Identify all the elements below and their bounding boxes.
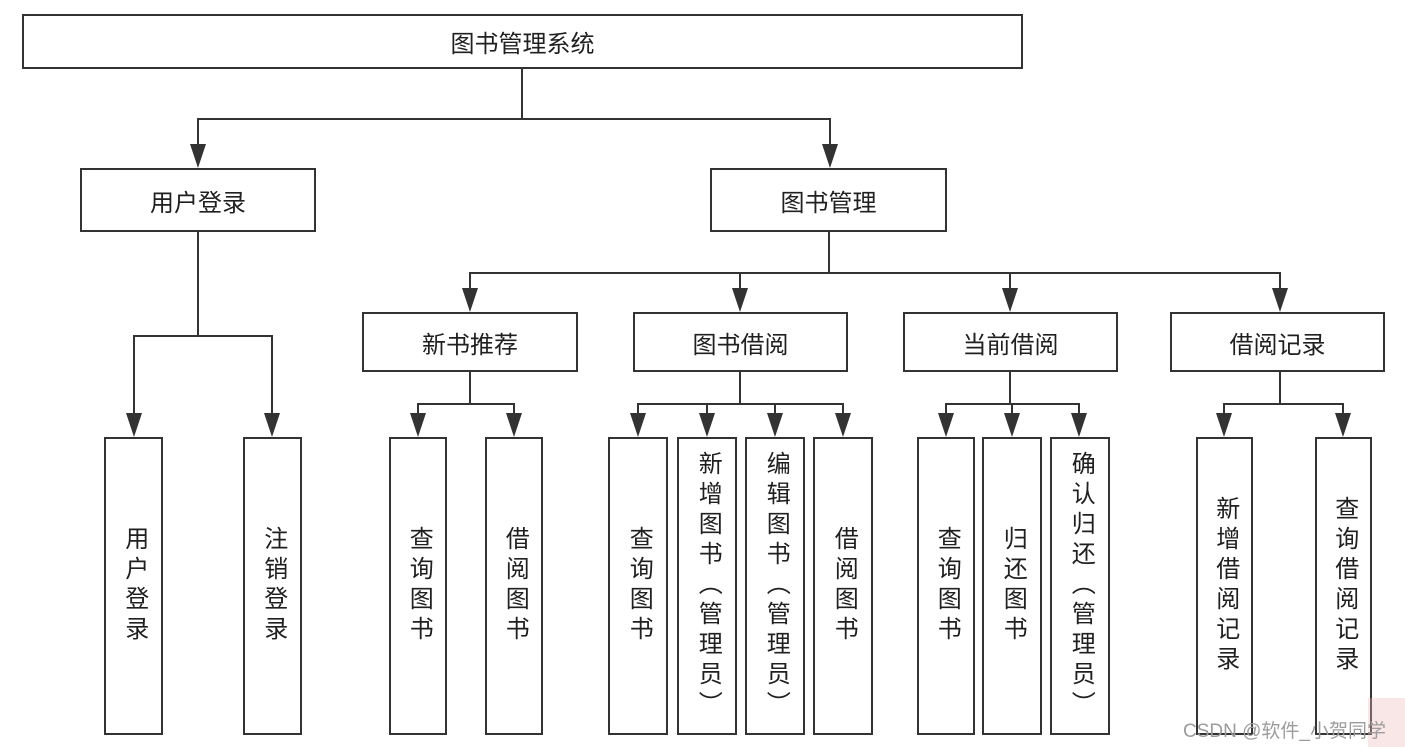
node-label: 查询图书 — [405, 526, 433, 646]
arrow-down-icon — [699, 413, 715, 437]
connector-stub — [1009, 372, 1011, 403]
arrow-down-icon — [410, 413, 426, 437]
node-label: 用户登录 — [120, 526, 148, 646]
connector-drop — [1223, 403, 1225, 417]
connector-drop — [1011, 403, 1013, 417]
node-label: 查询图书 — [625, 526, 653, 646]
node-label: 编辑图书（管理员） — [762, 451, 790, 721]
connector-drop — [469, 272, 471, 292]
connector-drop — [1342, 403, 1344, 417]
arrow-down-icon — [938, 413, 954, 437]
connector-drop — [945, 403, 947, 417]
connector-drop — [1009, 272, 1011, 292]
node-book-management: 图书管理 — [710, 168, 947, 232]
connector-stub — [1279, 372, 1281, 403]
connector-bar — [417, 403, 515, 405]
arrow-down-icon — [835, 413, 851, 437]
connector-drop — [197, 118, 199, 148]
leaf-borrow-books: 借阅图书 — [813, 437, 873, 735]
node-label: 注销登录 — [259, 526, 287, 646]
node-label: 借阅图书 — [830, 526, 858, 646]
leaf-add-books-admin: 新增图书（管理员） — [677, 437, 737, 735]
connector-stub — [739, 372, 741, 403]
arrow-down-icon — [822, 144, 838, 168]
connector-drop — [774, 403, 776, 417]
connector-bar — [1223, 403, 1343, 405]
node-label: 图书管理 — [780, 189, 877, 217]
connector-drop — [271, 335, 273, 417]
arrow-down-icon — [1071, 413, 1087, 437]
node-label: 确认归还（管理员） — [1067, 451, 1095, 721]
arrow-down-icon — [1004, 413, 1020, 437]
leaf-edit-books-admin: 编辑图书（管理员） — [745, 437, 805, 735]
node-label: 新增图书（管理员） — [694, 451, 722, 721]
connector-drop — [706, 403, 708, 417]
node-label: 查询图书 — [933, 526, 961, 646]
node-book-borrowing: 图书借阅 — [633, 312, 848, 372]
arrow-down-icon — [767, 413, 783, 437]
connector-stub — [197, 232, 199, 335]
connector-drop — [513, 403, 515, 417]
node-label: 用户登录 — [150, 189, 246, 217]
leaf-add-borrow-record: 新增借阅记录 — [1196, 437, 1253, 735]
node-label: 图书借阅 — [692, 331, 789, 359]
arrow-down-icon — [1272, 288, 1288, 312]
leaf-borrow-books: 借阅图书 — [485, 437, 543, 735]
leaf-query-borrow-record: 查询借阅记录 — [1315, 437, 1372, 735]
leaf-return-books: 归还图书 — [982, 437, 1042, 735]
node-label: 借阅图书 — [501, 526, 529, 646]
connector-stub — [828, 232, 830, 272]
connector-bar — [133, 335, 273, 337]
node-label: 归还图书 — [999, 526, 1027, 646]
watermark: CSDN @软件_小贺同学 — [1183, 721, 1386, 742]
arrow-down-icon — [1335, 413, 1351, 437]
leaf-confirm-return-admin: 确认归还（管理员） — [1050, 437, 1110, 735]
arrow-down-icon — [506, 413, 522, 437]
node-label: 借阅记录 — [1229, 331, 1326, 359]
connector-root-bar — [197, 118, 831, 120]
connector-bar — [637, 403, 843, 405]
connector-drop — [1279, 272, 1281, 292]
arrow-down-icon — [264, 413, 280, 437]
connector-root-stub — [521, 69, 523, 118]
arrow-down-icon — [126, 413, 142, 437]
node-label: 图书管理系统 — [450, 31, 595, 58]
node-current-borrowing: 当前借阅 — [903, 312, 1118, 372]
node-label: 当前借阅 — [962, 331, 1059, 359]
leaf-query-books: 查询图书 — [389, 437, 447, 735]
leaf-query-books: 查询图书 — [917, 437, 975, 735]
arrow-down-icon — [630, 413, 646, 437]
leaf-query-books: 查询图书 — [608, 437, 668, 735]
connector-drop — [739, 272, 741, 292]
arrow-down-icon — [462, 288, 478, 312]
node-new-book-recommendation: 新书推荐 — [362, 312, 578, 372]
connector-drop — [637, 403, 639, 417]
node-label: 新增借阅记录 — [1211, 496, 1239, 676]
connector-drop — [1078, 403, 1080, 417]
connector-drop — [417, 403, 419, 417]
arrow-down-icon — [190, 144, 206, 168]
arrow-down-icon — [1216, 413, 1232, 437]
connector-drop — [842, 403, 844, 417]
arrow-down-icon — [732, 288, 748, 312]
node-user-login: 用户登录 — [80, 168, 316, 232]
leaf-user-login: 用户登录 — [104, 437, 163, 735]
node-library-management-system: 图书管理系统 — [22, 14, 1023, 69]
connector-stub — [469, 372, 471, 403]
connector-drop — [133, 335, 135, 417]
leaf-logout: 注销登录 — [243, 437, 302, 735]
node-borrowing-records: 借阅记录 — [1170, 312, 1385, 372]
connector-drop — [829, 118, 831, 148]
node-label: 新书推荐 — [422, 331, 518, 359]
arrow-down-icon — [1002, 288, 1018, 312]
node-label: 查询借阅记录 — [1330, 496, 1358, 676]
connector-bar — [469, 272, 1281, 274]
